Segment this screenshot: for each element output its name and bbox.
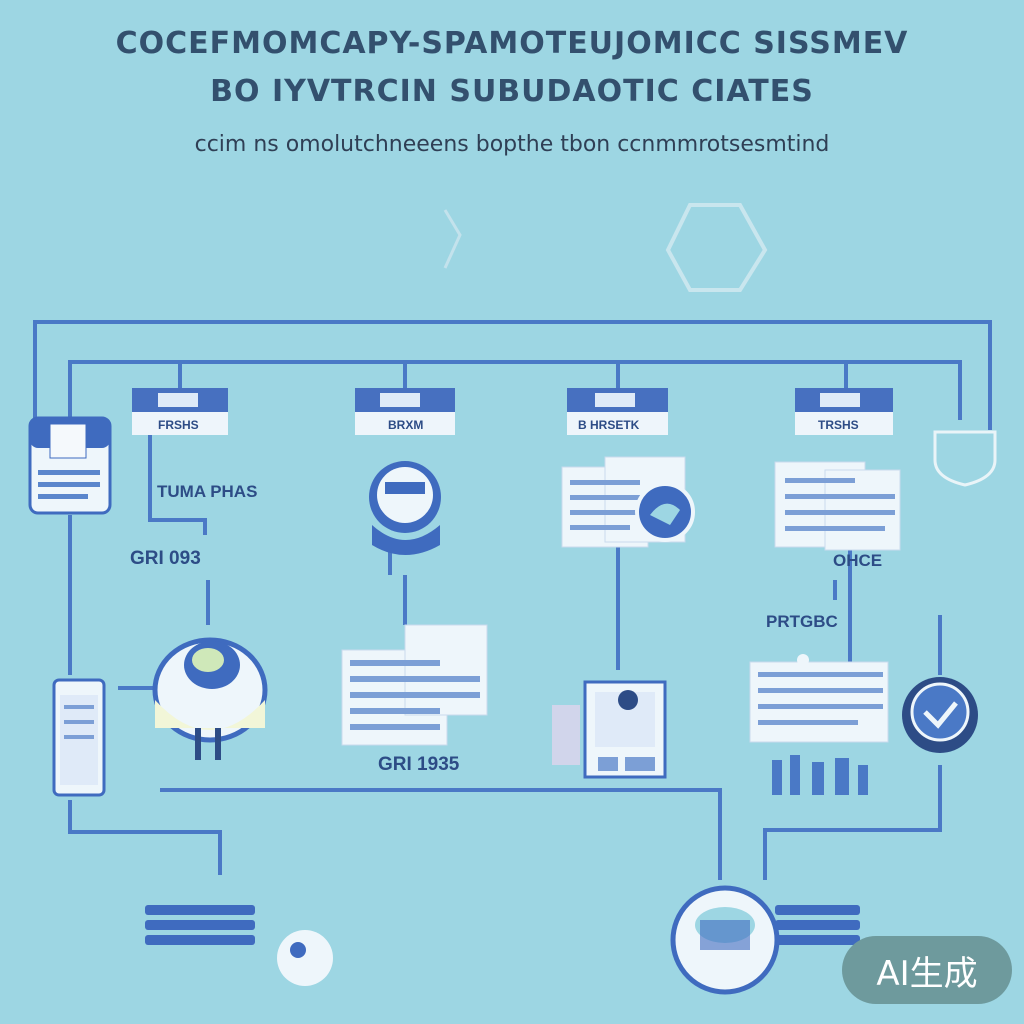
smartphone-icon xyxy=(52,678,106,797)
left-code: GRI 093 xyxy=(130,548,201,569)
report-document-icon xyxy=(561,456,695,548)
tablet-device-icon xyxy=(552,680,667,779)
spreadsheet-icon xyxy=(341,624,488,746)
ai-generated-badge: AI生成 xyxy=(842,936,1012,1004)
user-avatar-icon xyxy=(369,461,441,555)
people-group-icon xyxy=(772,755,868,795)
table-document-icon xyxy=(749,654,889,743)
column-tab-label: BRXM xyxy=(388,418,424,432)
diagram-subtitle: ccim ns omolutchneeens bopthe tbon ccnmm… xyxy=(194,132,830,157)
connector-lines xyxy=(33,320,992,880)
diagram-title-line2: BO IYVTRCIN SUBUDAOTIC CIATES xyxy=(210,74,814,109)
column-tab-label: B HRSETK xyxy=(578,418,640,432)
server-rack-icon xyxy=(145,905,333,986)
check-badge-icon xyxy=(902,677,978,753)
right-code: OHCE xyxy=(833,551,883,570)
list-document-icon xyxy=(774,461,901,551)
column-tabs xyxy=(132,388,893,435)
left-caption: TUMA PHAS xyxy=(157,482,258,501)
column-tab-label: FRSHS xyxy=(158,418,199,432)
shield-icon xyxy=(933,430,997,487)
scanner-device-icon xyxy=(152,637,268,760)
document-card-icon xyxy=(28,416,112,515)
right-caption: PRTGBC xyxy=(766,612,838,631)
diagram-title-line1: COCEFMOMCAPY-SPAMOTEUJOMICC SISSMEV xyxy=(115,26,909,61)
bracket-icon xyxy=(443,209,462,269)
globe-device-icon xyxy=(670,885,860,995)
center-code: GRI 1935 xyxy=(378,754,460,775)
hexagon-icon xyxy=(665,203,768,292)
column-tab-label: TRSHS xyxy=(818,418,859,432)
